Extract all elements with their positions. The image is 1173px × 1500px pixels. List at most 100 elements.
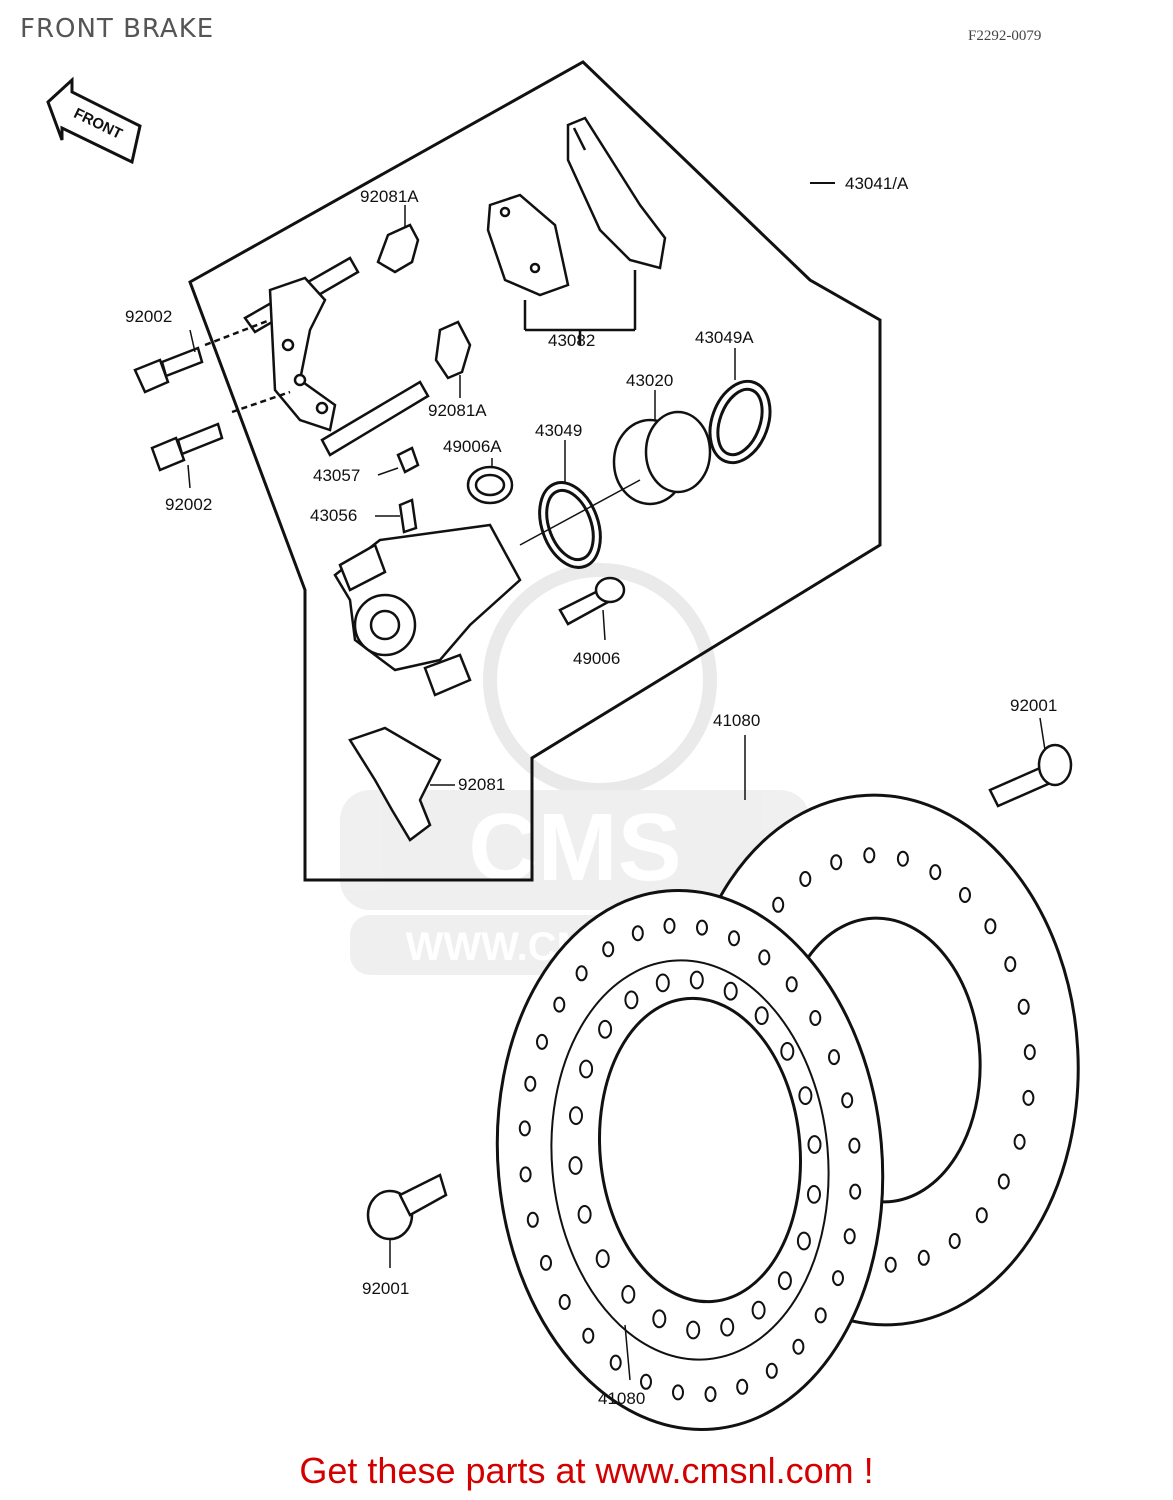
disc-hole: [519, 1166, 532, 1183]
disc-hole: [1013, 1133, 1026, 1150]
disc-hole: [720, 1317, 735, 1337]
part-label-92002-bottom[interactable]: 92002: [165, 495, 213, 514]
caliper-bracket: [204, 256, 430, 457]
disc-hole: [814, 1307, 827, 1324]
bleeder-cap-43057: [396, 446, 420, 474]
disc-hole: [640, 1373, 652, 1390]
slide-pin-49006: [558, 576, 626, 626]
disc-hole: [754, 1006, 769, 1025]
boot-49006A: [466, 465, 514, 505]
brake-pads: [486, 116, 667, 345]
pad-spring-92081A-top: [376, 223, 420, 274]
disc-hole: [917, 1249, 930, 1266]
disc-hole: [849, 1183, 862, 1200]
part-label-49006[interactable]: 49006: [573, 649, 621, 668]
part-label-92081[interactable]: 92081: [458, 775, 506, 794]
part-label-43020[interactable]: 43020: [626, 371, 674, 390]
disc-hole: [689, 970, 704, 990]
disc-hole: [536, 1033, 548, 1050]
caliper-body: [333, 523, 522, 697]
disc-hole: [807, 1135, 822, 1154]
seal-43049: [538, 481, 602, 569]
disc-hole: [828, 1049, 840, 1066]
part-label-92001-left[interactable]: 92001: [362, 1279, 410, 1298]
part-label-92001-right[interactable]: 92001: [1010, 696, 1058, 715]
disc-hole: [751, 1300, 766, 1320]
disc-hole: [568, 1156, 583, 1175]
disc-hole: [569, 1106, 583, 1125]
part-label-43049[interactable]: 43049: [535, 421, 583, 440]
brake-disc-41080-bottom: [495, 889, 885, 1431]
disc-hole: [655, 973, 670, 993]
pad-spring-92081A-mid: [434, 320, 472, 380]
disc-hole: [984, 918, 997, 935]
disc-hole: [772, 896, 785, 913]
disc-hole: [1004, 956, 1017, 973]
disc-hole: [799, 871, 812, 887]
seal-43049A: [708, 379, 772, 465]
page-title: FRONT BRAKE: [20, 14, 215, 44]
disc-hole: [663, 917, 676, 934]
part-label-92081A-mid[interactable]: 92081A: [428, 401, 487, 420]
disc-hole: [652, 1309, 667, 1329]
leader-lines: [187, 205, 1046, 1381]
bolt-92002-top: [133, 346, 204, 394]
disc-hole: [672, 1384, 684, 1401]
disc-hole: [1022, 1089, 1035, 1106]
disc-hole: [848, 1137, 861, 1154]
disc-hole: [553, 996, 566, 1013]
disc-hole: [959, 887, 971, 903]
disc-hole: [785, 976, 798, 993]
disc-hole: [832, 1270, 844, 1287]
part-label-43041A[interactable]: 43041/A: [845, 174, 909, 193]
diagram-code: F2292-0079: [968, 28, 1042, 44]
disc-bolt-92001-right: [988, 743, 1073, 808]
disc-hole: [577, 1205, 592, 1224]
disc-hole: [624, 990, 639, 1010]
front-arrow-icon: FRONT: [46, 76, 142, 165]
caliper-assembly-outline: [188, 60, 882, 882]
disc-hole: [575, 965, 588, 982]
part-label-43057[interactable]: 43057: [313, 466, 361, 485]
disc-hole: [526, 1211, 539, 1228]
disc-hole: [929, 864, 942, 881]
disc-hole: [609, 1354, 622, 1371]
bleeder-valve-43056: [398, 498, 418, 534]
disc-hole: [723, 981, 738, 1001]
disc-hole: [686, 1320, 701, 1340]
disc-hole: [777, 1271, 792, 1291]
disc-hole: [809, 1010, 822, 1026]
disc-hole: [780, 1042, 795, 1061]
disc-hole: [798, 1086, 813, 1105]
disc-hole: [975, 1207, 988, 1224]
footer-cta-link[interactable]: Get these parts at www.cmsnl.com !: [299, 1450, 874, 1491]
disc-hole: [579, 1059, 594, 1079]
part-label-92002-top[interactable]: 92002: [125, 307, 173, 326]
part-label-43082[interactable]: 43082: [548, 331, 596, 350]
disc-hole: [696, 919, 708, 936]
disc-hole: [796, 1231, 811, 1251]
anti-rattle-spring-92081: [348, 726, 442, 842]
disc-hole: [736, 1378, 749, 1395]
disc-hole: [807, 1185, 821, 1204]
part-label-43056[interactable]: 43056: [310, 506, 358, 525]
part-label-49006A[interactable]: 49006A: [443, 437, 502, 456]
disc-hole: [602, 941, 615, 958]
disc-hole: [948, 1233, 961, 1249]
part-label-41080-top[interactable]: 41080: [713, 711, 761, 730]
part-label-43049A[interactable]: 43049A: [695, 328, 754, 347]
disc-hole: [595, 1249, 610, 1268]
part-label-41080-bottom[interactable]: 41080: [598, 1389, 646, 1408]
disc-hole: [621, 1285, 636, 1304]
disc-hole: [582, 1327, 595, 1344]
disc-hole: [830, 854, 843, 871]
part-label-92081A-top[interactable]: 92081A: [360, 187, 419, 206]
disc-hole: [863, 847, 876, 864]
disc-hole: [758, 949, 771, 966]
bolt-92002-bottom: [150, 422, 224, 472]
disc-hole: [598, 1019, 613, 1039]
disc-hole: [704, 1386, 717, 1403]
disc-hole: [518, 1120, 531, 1137]
disc-hole: [997, 1173, 1010, 1190]
